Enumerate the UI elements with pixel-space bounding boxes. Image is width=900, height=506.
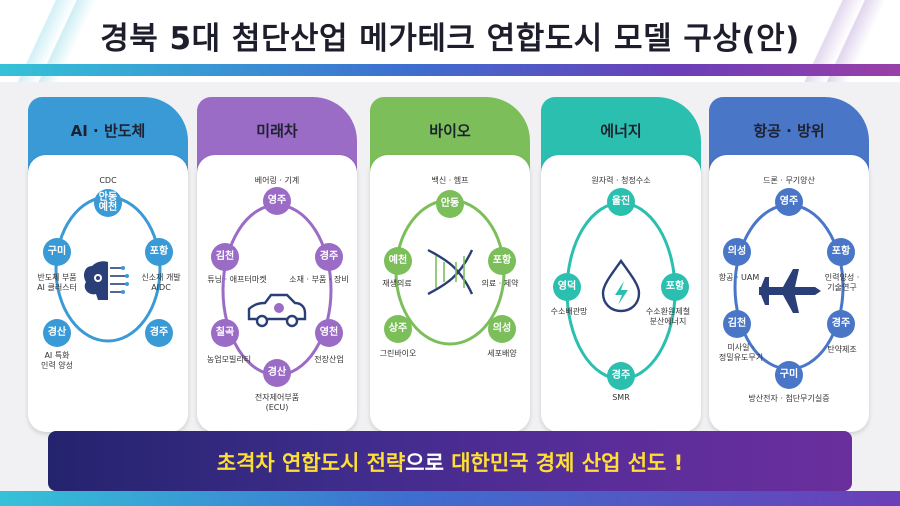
sector-card-ai: AI · 반도체 CDC 안동 예천 포항 경주 경산 구미 반도체 부품 AI… <box>28 97 188 432</box>
label-smr: SMR <box>612 393 630 402</box>
label-materials-parts: 소재 · 부품 · 장비 <box>289 275 349 284</box>
top-label-car: 베어링 · 기계 <box>254 176 300 185</box>
label-regen-medicine: 재생의료 <box>382 279 412 288</box>
label-pharma: 의료 · 제약 <box>481 279 519 288</box>
node-andong-yecheon: 안동 예천 <box>94 189 122 217</box>
node-yecheon: 예천 <box>384 247 412 275</box>
node-uiseong: 의성 <box>488 315 516 343</box>
dna-icon <box>427 248 474 296</box>
label-defense-electronics: 방산전자 · 첨단무기실증 <box>748 394 830 403</box>
label-missile: 미사일 · 정밀유도무기 <box>718 343 764 362</box>
sector-title-energy: 에너지 <box>600 122 642 140</box>
sector-card-aero: 항공 · 방위 드론 · 무기양산 영주 포항 경주 구미 김천 의성 항공 ·… <box>709 97 869 432</box>
node-andong: 안동 <box>436 190 464 218</box>
title-underline <box>0 64 900 76</box>
node-pohang-bio: 포항 <box>488 247 516 275</box>
label-aviation-uam: 항공 · UAM <box>718 273 760 282</box>
label-ai-talent: AI 특화 인력 양성 <box>41 351 73 370</box>
electric-car-icon <box>247 293 307 328</box>
sector-title-aero: 항공 · 방위 <box>753 122 825 140</box>
node-gimcheon: 김천 <box>211 243 239 271</box>
label-hydrogen-pipeline: 수소배관망 <box>550 307 588 316</box>
node-gumi-aero: 구미 <box>775 361 803 389</box>
slogan-highlight-1: 초격차 연합도시 전략 <box>216 451 406 475</box>
label-tuning: 튜닝 · 애프터마켓 <box>207 275 267 284</box>
label-talent-research: 인력양성 · 기술연구 <box>824 273 860 292</box>
sector-card-energy: 에너지 원자력 · 청정수소 울진 포항 경주 영덕 수소배관망 수소환원제철 … <box>541 97 701 432</box>
page-title: 경북 5대 첨단산업 메가테크 연합도시 모델 구상(안) <box>100 21 800 57</box>
node-gyeongsan: 경산 <box>43 319 71 347</box>
node-yeongdeok: 영덕 <box>553 273 581 301</box>
top-label-aero: 드론 · 무기양산 <box>763 176 815 185</box>
sector-title-bio: 바이오 <box>429 122 471 140</box>
label-ecu: 전자제어부품 (ECU) <box>254 393 300 412</box>
top-label-bio: 백신 · 헴프 <box>431 176 469 185</box>
sector-card-bio: 바이오 백신 · 헴프 안동 포항 의성 상주 예천 재생의료 의료 · 제약 … <box>370 97 530 432</box>
slogan-banner <box>48 431 852 491</box>
node-sangju: 상주 <box>384 315 412 343</box>
brain-chip-icon <box>84 261 129 300</box>
slogan-highlight-2: 대한민국 경제 산업 선도 ! <box>451 451 684 475</box>
label-green-bio: 그린바이오 <box>379 349 417 358</box>
slogan-connector: 으로 <box>405 451 444 475</box>
sector-card-car: 미래차 베어링 · 기계 영주 경주 영천 경산 칠곡 김천 튜닝 · 애프터마… <box>197 97 357 432</box>
node-uljin: 울진 <box>607 188 635 216</box>
node-gyeongsan-car: 경산 <box>263 359 291 387</box>
node-pohang-aero: 포항 <box>827 238 855 266</box>
node-pohang: 포항 <box>145 238 173 266</box>
node-gimcheon-aero: 김천 <box>723 310 751 338</box>
node-pohang-energy: 포항 <box>661 273 689 301</box>
node-uiseong-aero: 의성 <box>723 238 751 266</box>
node-gumi: 구미 <box>43 238 71 266</box>
bottom-strip <box>0 491 900 506</box>
label-material-aidc: 신소재 개발 AIDC <box>141 273 181 292</box>
label-semiconductor-ai: 반도체 부품 AI 클러스터 <box>37 273 77 292</box>
slogan-text: 초격차 연합도시 전략으로 대한민국 경제 산업 선도 ! <box>48 447 852 477</box>
node-chilgok: 칠곡 <box>211 319 239 347</box>
label-hydrogen-steel: 수소환원제철 분산에너지 <box>645 307 691 326</box>
node-yeongju-aero: 영주 <box>775 188 803 216</box>
sector-title-car: 미래차 <box>256 122 298 140</box>
node-gyeongju-aero: 경주 <box>827 310 855 338</box>
node-yeongju: 영주 <box>263 187 291 215</box>
node-gyeongju-car: 경주 <box>315 243 343 271</box>
energy-drop-icon <box>601 258 641 313</box>
top-label-ai: CDC <box>99 176 117 185</box>
top-label-energy: 원자력 · 청정수소 <box>591 176 651 185</box>
fighter-jet-icon <box>759 269 821 313</box>
node-gyeongju: 경주 <box>145 319 173 347</box>
sector-title-ai: AI · 반도체 <box>70 122 146 140</box>
node-gyeongju-energy: 경주 <box>607 362 635 390</box>
label-ammunition: 탄약제조 <box>827 345 857 354</box>
label-agri-mobility: 농업모빌리티 <box>206 355 252 364</box>
label-cell-culture: 세포배양 <box>487 349 517 358</box>
node-yeongcheon: 영천 <box>315 319 343 347</box>
label-electronics: 전장산업 <box>314 355 344 364</box>
